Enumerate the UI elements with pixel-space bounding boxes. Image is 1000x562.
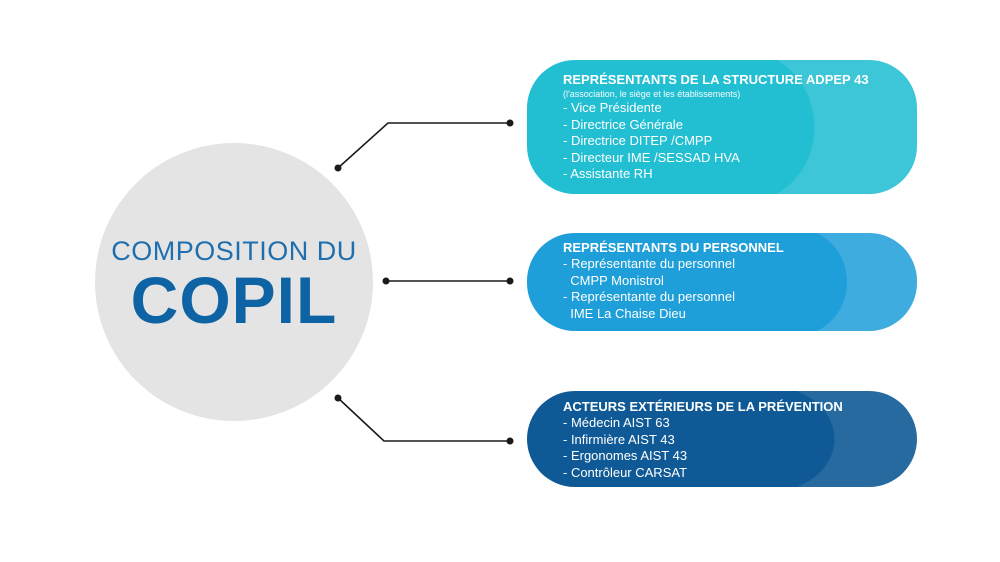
group-personnel-text: REPRÉSENTANTS DU PERSONNEL - Représentan… — [563, 240, 897, 322]
group-item: - Directrice DITEP /CMPP — [563, 133, 713, 148]
group-item: CMPP Monistrol — [563, 272, 664, 288]
connector-dot — [334, 164, 342, 172]
group-item: - Assistante RH — [563, 166, 653, 181]
group-item: - Infirmière AIST 43 — [563, 431, 675, 447]
group-item: - Médecin AIST 63 — [563, 415, 670, 430]
group-item: - Représentante du personnel — [563, 289, 736, 304]
pill-decoration — [777, 60, 917, 194]
center-title: COPIL — [130, 263, 338, 337]
group-item: - Vice Présidente — [563, 100, 662, 115]
connector-structure — [337, 122, 510, 169]
center-circle — [95, 143, 373, 421]
group-personnel: REPRÉSENTANTS DU PERSONNEL - Représentan… — [527, 233, 917, 331]
group-item: - Directrice Générale — [563, 116, 683, 132]
pill-decoration — [817, 233, 917, 331]
group-subtitle: (l'association, le siège et les établiss… — [563, 89, 741, 99]
pill-decoration — [797, 391, 917, 487]
group-prevention: ACTEURS EXTÉRIEURS DE LA PRÉVENTION - Mé… — [527, 391, 917, 487]
connector-dot — [506, 277, 514, 285]
group-prevention-text: ACTEURS EXTÉRIEURS DE LA PRÉVENTION - Mé… — [563, 399, 897, 481]
group-item: IME La Chaise Dieu — [563, 305, 686, 321]
group-structure-text: REPRÉSENTANTS DE LA STRUCTURE ADPEP 43 (… — [563, 72, 897, 183]
connector-dot — [334, 394, 342, 402]
group-item: - Ergonomes AIST 43 — [563, 448, 688, 463]
group-structure: REPRÉSENTANTS DE LA STRUCTURE ADPEP 43 (… — [527, 60, 917, 194]
connector-dot — [506, 119, 514, 127]
group-title: ACTEURS EXTÉRIEURS DE LA PRÉVENTION — [563, 399, 843, 414]
connector-dot — [382, 277, 390, 285]
group-title: REPRÉSENTANTS DU PERSONNEL — [563, 240, 784, 255]
group-item: - Directeur IME /SESSAD HVA — [563, 149, 740, 165]
group-title: REPRÉSENTANTS DE LA STRUCTURE ADPEP 43 — [563, 72, 869, 87]
center-subtitle: COMPOSITION DU — [111, 236, 357, 266]
group-item: - Contrôleur CARSAT — [563, 464, 688, 480]
connector-prevention — [337, 397, 510, 442]
connector-dot — [506, 437, 514, 445]
group-item: - Représentante du personnel — [563, 256, 736, 271]
